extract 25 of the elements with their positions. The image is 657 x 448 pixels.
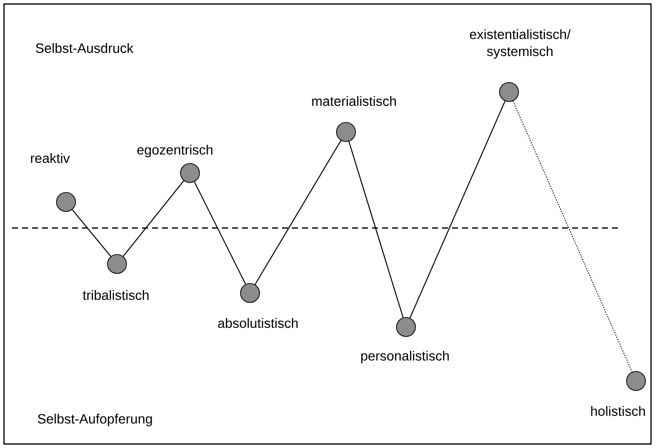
line bbox=[254, 140, 342, 285]
line bbox=[122, 180, 184, 257]
stage-dot bbox=[499, 82, 519, 102]
line bbox=[512, 100, 633, 372]
line bbox=[348, 140, 404, 318]
stage-dot bbox=[180, 163, 200, 183]
line bbox=[194, 181, 246, 285]
stage-dot bbox=[107, 254, 127, 274]
stage-label: existentialistisch/ systemisch bbox=[470, 29, 571, 59]
stage-label: tribalistisch bbox=[82, 290, 148, 300]
stage-label: egozentrisch bbox=[137, 144, 212, 158]
stage-label: holistisch bbox=[591, 406, 645, 416]
stage-dot bbox=[396, 317, 416, 337]
axis-label: Selbst-Aufopferung bbox=[38, 414, 152, 426]
stage-dot bbox=[626, 371, 646, 391]
stage-dot bbox=[336, 122, 356, 142]
line bbox=[72, 209, 112, 257]
stage-dot bbox=[56, 192, 76, 212]
stage-dot bbox=[240, 283, 260, 303]
stage-label: personalistisch bbox=[361, 350, 449, 364]
stage-label: materialistisch bbox=[312, 96, 396, 106]
stage-label: reaktiv bbox=[31, 153, 70, 163]
stage-label: absolutistisch bbox=[218, 318, 298, 328]
axis-label: Selbst-Ausdruck bbox=[36, 43, 134, 53]
line bbox=[409, 100, 506, 318]
